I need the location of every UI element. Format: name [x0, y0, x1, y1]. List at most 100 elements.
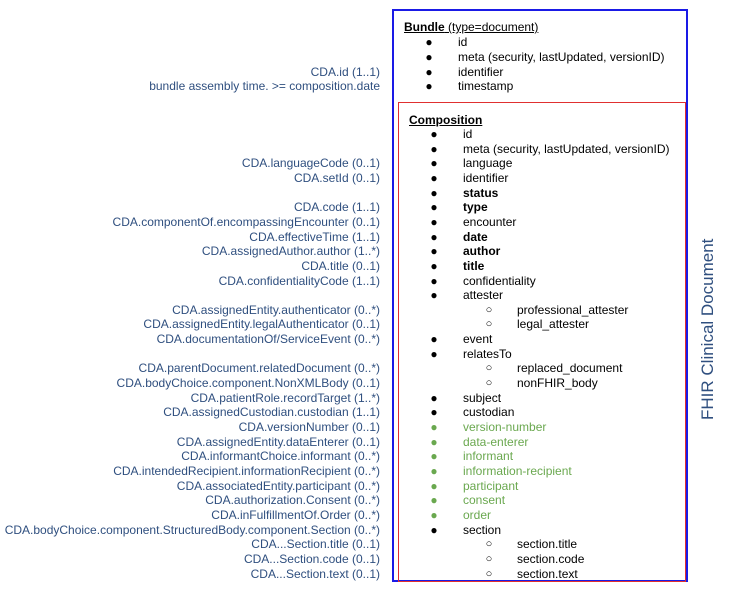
item-label: encounter [463, 214, 517, 229]
item-label: legal_attester [517, 317, 590, 332]
hollow-bullet-icon: ○ [485, 303, 493, 316]
bullet-icon: ● [430, 522, 438, 537]
list-item: ● title [430, 258, 485, 274]
list-item: ●relatesTo [430, 346, 512, 362]
bullet-icon: ● [430, 493, 438, 508]
item-label: consent [463, 493, 506, 508]
cda-mapping-label: CDA.patientRole.recordTarget (1..*) [190, 390, 380, 405]
composition-title-name: Composition [409, 113, 483, 127]
item-label: section.title [517, 537, 578, 552]
item-label: nonFHIR_body [517, 376, 598, 391]
list-item: ●id [425, 35, 467, 50]
composition-box [398, 102, 686, 582]
composition-title: Composition [409, 113, 482, 128]
item-label: meta (security, lastUpdated, versionID) [463, 141, 670, 156]
cda-mapping-label: CDA.assignedAuthor.author (1..*) [201, 244, 380, 259]
item-label: identifier [458, 64, 504, 79]
bundle-title-note: (type=document) [444, 20, 539, 34]
item-label: professional_attester [517, 302, 629, 317]
bullet-icon: ● [430, 258, 438, 273]
item-label: meta (security, lastUpdated, versionID) [458, 49, 665, 64]
hollow-bullet-icon: ○ [485, 362, 493, 375]
list-item: ●meta (security, lastUpdated, versionID) [425, 49, 665, 65]
hollow-bullet-icon: ○ [485, 538, 493, 551]
cda-mapping-label: CDA.assignedEntity.authenticator (0..*) [172, 302, 380, 317]
item-label: date [463, 229, 488, 244]
sub-list-item: ○ section.title [486, 537, 578, 552]
cda-mapping-label: CDA.documentationOf/ServiceEvent (0..*) [156, 332, 380, 347]
cda-mapping-label: CDA...Section.title (0..1) [251, 537, 380, 552]
list-item: ● language [430, 156, 513, 171]
item-label: status [463, 185, 499, 200]
cda-mapping-label: CDA.code (1..1) [293, 200, 380, 215]
item-label: attester [463, 288, 504, 303]
item-label: subject [463, 390, 502, 405]
cda-mapping-label: CDA.id (1..1) [310, 64, 380, 79]
cda-mapping-label: CDA.assignedEntity.dataEnterer (0..1) [176, 434, 380, 449]
item-label: relatesTo [463, 346, 512, 361]
list-item: ● version-number [430, 420, 547, 435]
cda-mapping-label: CDA...Section.text (0..1) [250, 566, 380, 581]
list-item: ● date [430, 229, 488, 245]
list-item: ● id [430, 127, 473, 142]
list-item: ● attester [430, 288, 504, 303]
bullet-icon: ● [430, 141, 438, 156]
item-label: id [463, 127, 473, 141]
sub-list-item: ○nonFHIR_body [486, 376, 598, 391]
list-item: ● consent [430, 493, 506, 508]
bullet-icon: ● [425, 35, 433, 49]
item-label: event [463, 332, 493, 347]
list-item: ●order [430, 508, 491, 523]
list-item: ●participant [430, 478, 519, 494]
cda-mapping-label: CDA.associatedEntity.participant (0..*) [176, 478, 380, 493]
list-item: ●information-recipient [430, 464, 571, 479]
item-label: section.text [517, 566, 578, 581]
bullet-icon: ● [430, 434, 438, 449]
list-item: ● identifier [430, 170, 509, 186]
item-label: title [463, 258, 485, 273]
cda-mapping-label: CDA.title (0..1) [301, 258, 380, 273]
sub-list-item: ○ professional_attester [486, 302, 629, 318]
list-item: ● confidentiality [430, 273, 536, 289]
cda-mapping-label: CDA.bodyChoice.component.StructuredBody.… [4, 522, 380, 537]
list-item: ●status [430, 185, 499, 201]
item-label: version-number [463, 420, 547, 434]
item-label: type [463, 200, 488, 215]
cda-mapping-label: CDA.intendedRecipient.informationRecipie… [113, 463, 380, 478]
hollow-bullet-icon: ○ [485, 318, 493, 331]
item-label: confidentiality [463, 273, 536, 288]
item-label: identifier [463, 170, 509, 185]
sub-list-item: ○section.code [486, 552, 585, 567]
bullet-icon: ● [430, 127, 438, 141]
cda-mapping-labels: CDA.id (1..1)bundle assembly time. >= co… [4, 64, 380, 581]
bullet-icon: ● [430, 156, 438, 171]
hollow-bullet-icon: ○ [485, 567, 493, 580]
bullet-icon: ● [430, 288, 438, 303]
bullet-icon: ● [425, 79, 433, 94]
list-item: ●section [430, 523, 501, 538]
item-label: participant [463, 478, 519, 493]
bullet-icon: ● [425, 64, 433, 79]
fhir-clinical-document-title: FHIR Clinical Document [698, 238, 717, 420]
sub-list-item: ○ legal_attester [486, 317, 590, 332]
sub-list-item: ○ section.text [486, 566, 578, 582]
bullet-icon: ● [430, 229, 438, 244]
bullet-icon: ● [430, 200, 438, 215]
cda-mapping-label: CDA.assignedCustodian.custodian (1..1) [163, 405, 380, 420]
item-label: language [463, 156, 513, 171]
cda-mapping-label: CDA.parentDocument.relatedDocument (0..*… [138, 361, 380, 376]
list-item: ●subject [430, 390, 502, 406]
bullet-icon: ● [430, 273, 438, 288]
cda-mapping-label: CDA.versionNumber (0..1) [238, 420, 380, 434]
list-item: ●encounter [430, 214, 517, 230]
bullet-icon: ● [430, 332, 438, 347]
cda-mapping-label: CDA...Section.code (0..1) [243, 551, 380, 566]
item-label: custodian [463, 405, 515, 420]
list-item: ●timestamp [425, 79, 513, 94]
bullet-icon: ● [430, 463, 438, 478]
bullet-icon: ● [430, 507, 438, 522]
bullet-icon: ● [430, 170, 438, 185]
bullet-icon: ● [430, 420, 438, 434]
list-item: ●custodian [430, 405, 515, 420]
cda-mapping-label: CDA.bodyChoice.component.NonXMLBody (0..… [116, 376, 380, 391]
